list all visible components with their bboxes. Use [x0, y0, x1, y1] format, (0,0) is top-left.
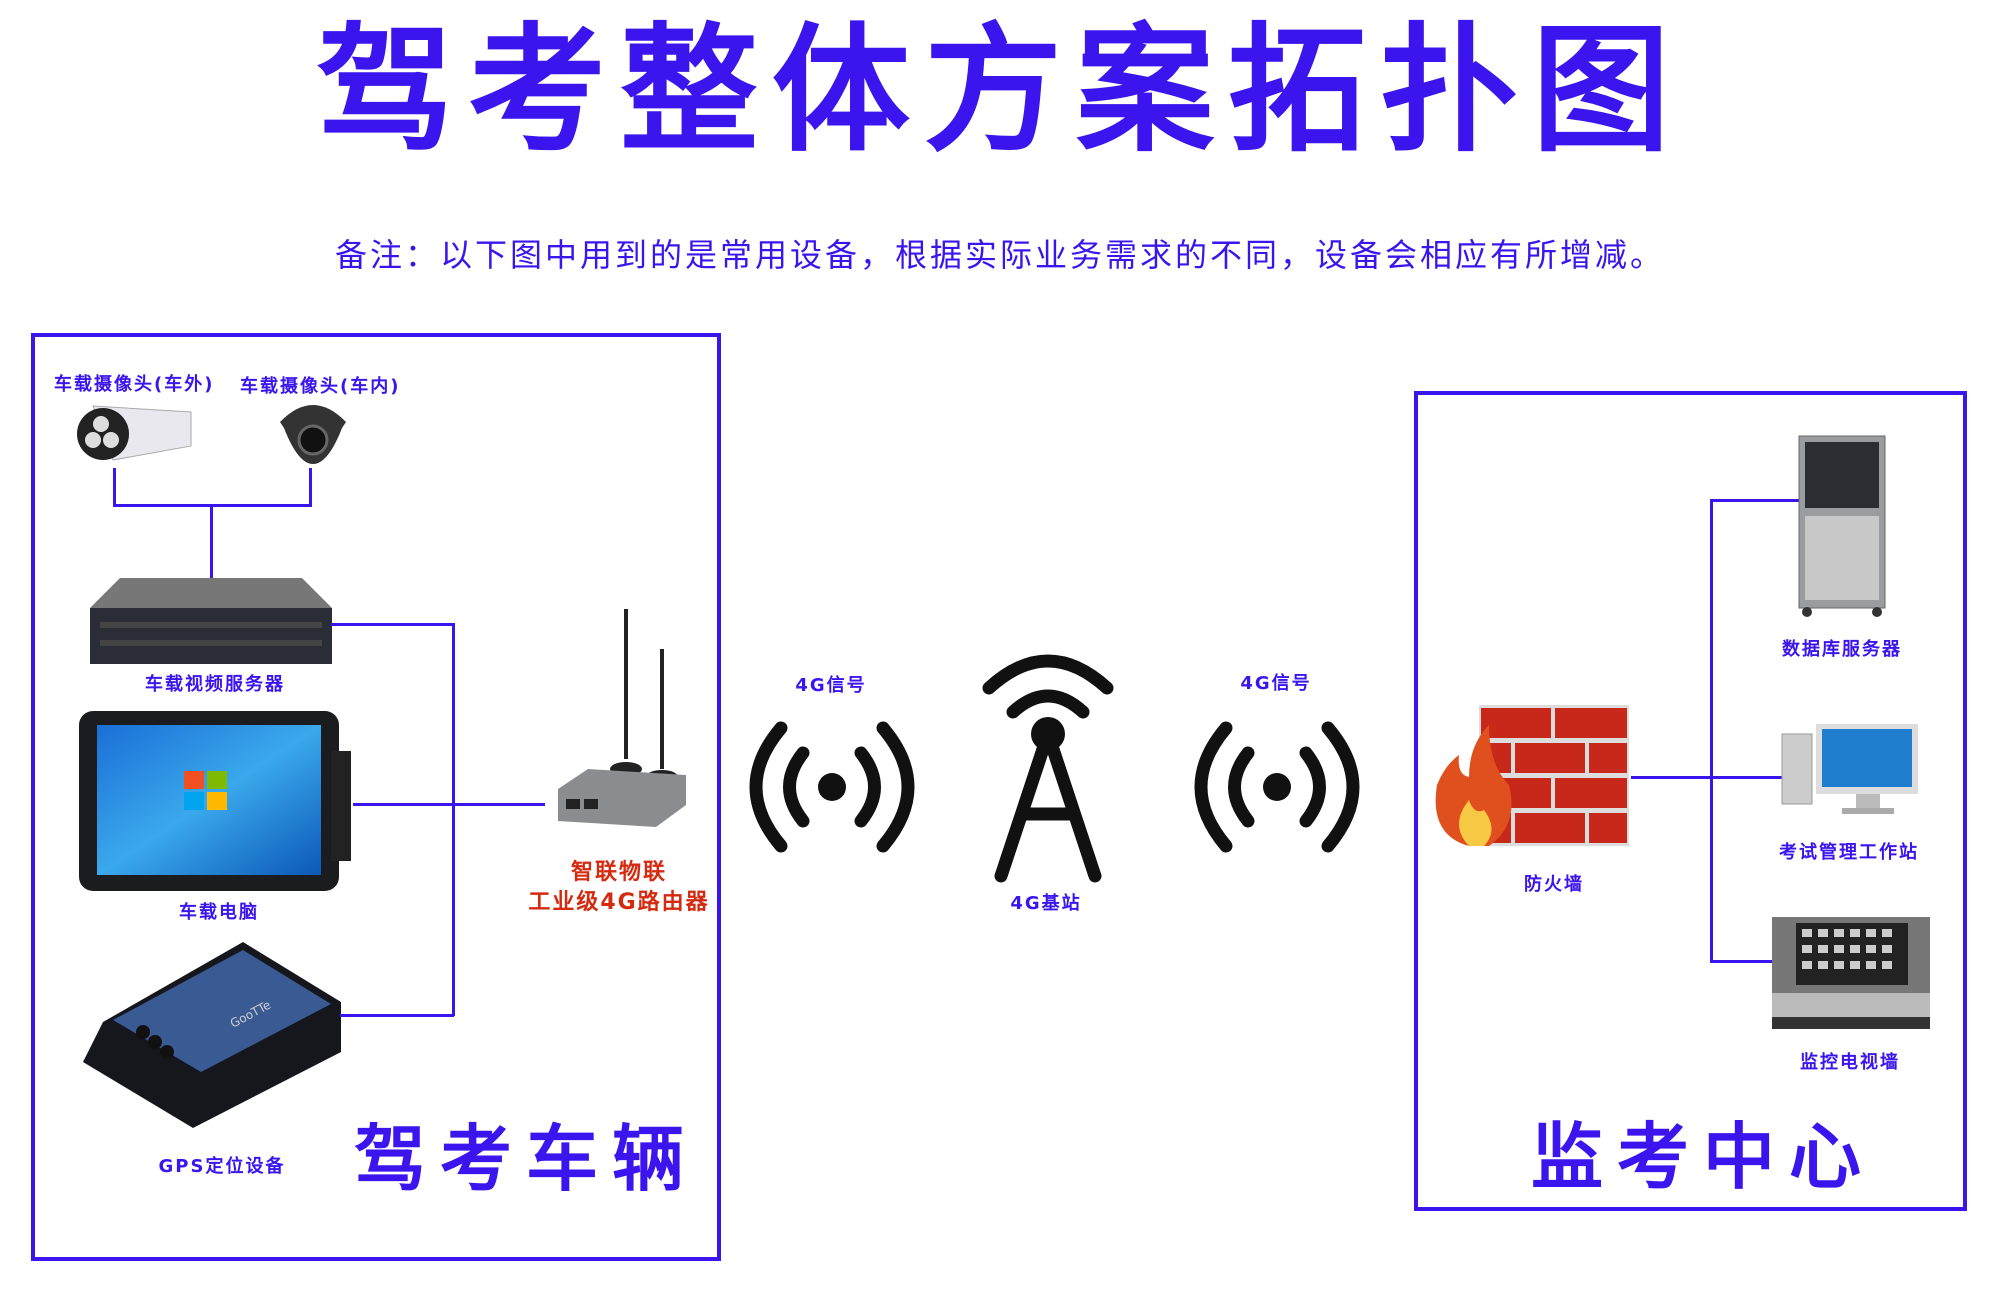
4g-router-icon	[558, 609, 686, 827]
database-server-rack-icon	[1798, 435, 1886, 617]
video-server-label: 车载视频服务器	[145, 674, 285, 695]
vehicle-computer-label: 车载电脑	[179, 902, 259, 923]
page-title: 驾考整体方案拓扑图	[315, 10, 1685, 171]
vehicle-heading: 驾考车辆	[353, 1117, 699, 1201]
router-label-line1: 智联物联	[570, 860, 668, 885]
video-server-icon	[90, 578, 332, 664]
signal-right-label: 4G信号	[1240, 673, 1312, 694]
tv-wall-icon	[1772, 917, 1930, 1029]
note-text: 备注：以下图中用到的是常用设备，根据实际业务需求的不同，设备会相应有所增减。	[334, 236, 1666, 274]
workstation-label: 考试管理工作站	[1779, 842, 1919, 863]
camera-inside-label: 车载摄像头(车内)	[240, 376, 401, 397]
firewall-icon	[1435, 705, 1629, 846]
firewall-label: 防火墙	[1524, 874, 1584, 895]
camera-outside-label: 车载摄像头(车外)	[54, 374, 215, 395]
dome-camera-icon	[280, 405, 346, 464]
wireless-signal-icon	[749, 721, 915, 853]
base-station-icon	[982, 654, 1114, 883]
gps-device-icon: GooTTe	[83, 942, 341, 1128]
monitoring-center-group	[1414, 391, 1967, 1211]
tv-wall-label: 监控电视墙	[1800, 1052, 1900, 1073]
signal-left-label: 4G信号	[795, 675, 867, 696]
gps-device-label: GPS定位设备	[158, 1156, 286, 1177]
wireless-signal-icon	[1194, 721, 1360, 853]
router-label-line2: 工业级4G路由器	[528, 890, 710, 915]
bullet-camera-icon	[77, 405, 192, 461]
vehicle-group	[31, 333, 721, 1261]
monitoring-center-heading: 监考中心	[1530, 1115, 1876, 1199]
vehicle-computer-icon	[79, 711, 351, 891]
base-station-label: 4G基站	[1010, 893, 1082, 914]
database-server-label: 数据库服务器	[1782, 639, 1902, 660]
workstation-icon	[1781, 724, 1918, 814]
